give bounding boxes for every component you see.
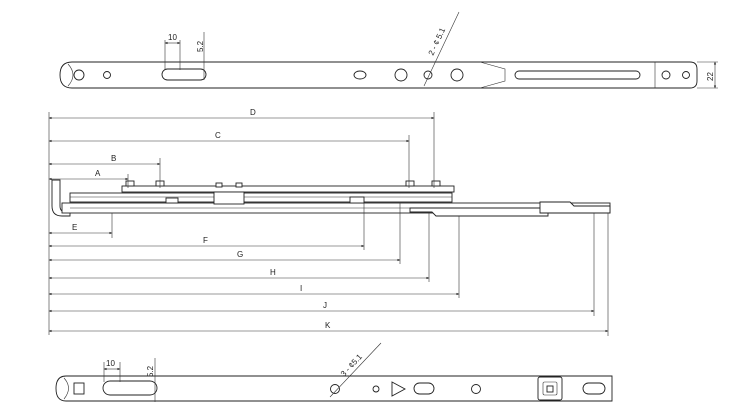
dim-j-label: J	[323, 301, 327, 310]
top-hole-3	[353, 70, 367, 80]
side-end-clip	[539, 201, 611, 214]
dim-c-label: C	[215, 131, 221, 140]
bottom-slot-width-label: 10	[106, 359, 115, 368]
dim-i-label: I	[300, 284, 302, 293]
side-small-block-1	[349, 196, 365, 204]
side-rivet-4	[235, 182, 243, 188]
top-width-label: 22	[706, 72, 715, 81]
bottom-holes-leader	[329, 342, 382, 398]
top-hole-1	[73, 69, 85, 81]
dim-a-label: A	[95, 169, 101, 178]
dim-d-label: D	[250, 108, 256, 117]
bottom-track-end-cap	[63, 377, 69, 400]
side-upper-arm	[69, 192, 453, 203]
dim-b-label: B	[111, 154, 116, 163]
side-top-plate	[121, 185, 455, 193]
bottom-hole-1	[330, 384, 340, 394]
side-view: D C B A E F G H I J	[48, 108, 611, 336]
dim-k-label: K	[325, 321, 331, 330]
bottom-square-hole	[73, 382, 85, 395]
top-slot	[161, 68, 207, 81]
top-holes-leader	[423, 11, 460, 87]
top-view: 10 5.2 2 - ¢ 5.1 22	[59, 11, 718, 89]
top-slot-height-label: 5.2	[196, 40, 205, 52]
side-rivet-3	[215, 182, 223, 188]
bottom-view: 10 5.2 3 - ¢5.1	[55, 342, 613, 402]
side-pivot-block	[213, 191, 245, 205]
dim-g-label: G	[237, 250, 243, 259]
top-hole-6	[450, 68, 464, 82]
side-rivet-6	[431, 180, 441, 187]
top-hole-4	[394, 68, 408, 82]
top-holes-label: 2 - ¢ 5.1	[427, 26, 448, 57]
bottom-triangle-hole	[391, 381, 406, 397]
bottom-slot-height-label: 5.2	[146, 365, 155, 377]
side-small-block-2	[165, 197, 179, 204]
bottom-hole-3	[471, 384, 481, 394]
top-long-slot	[514, 70, 641, 80]
bottom-hole-2	[372, 385, 380, 393]
top-slot-width-label: 10	[168, 33, 177, 42]
top-hole-2	[103, 71, 111, 79]
bottom-slot	[102, 380, 158, 396]
dim-f-label: F	[203, 236, 208, 245]
bottom-square-block-inner	[542, 381, 558, 396]
bottom-square-block-center	[546, 385, 554, 393]
dim-e-label: E	[72, 223, 77, 232]
side-sliding-shoe	[409, 207, 549, 217]
top-hole-7	[661, 70, 671, 80]
top-arm-end-cap	[67, 63, 74, 87]
dim-h-label: H	[270, 268, 276, 277]
top-arm-outline	[59, 61, 698, 89]
top-hole-8	[682, 71, 690, 79]
bottom-oval-hole-2	[582, 382, 606, 395]
bottom-oval-hole-1	[413, 382, 435, 395]
side-rivet-1	[125, 180, 135, 187]
side-rivet-5	[405, 180, 415, 187]
top-arm-step	[479, 61, 506, 89]
